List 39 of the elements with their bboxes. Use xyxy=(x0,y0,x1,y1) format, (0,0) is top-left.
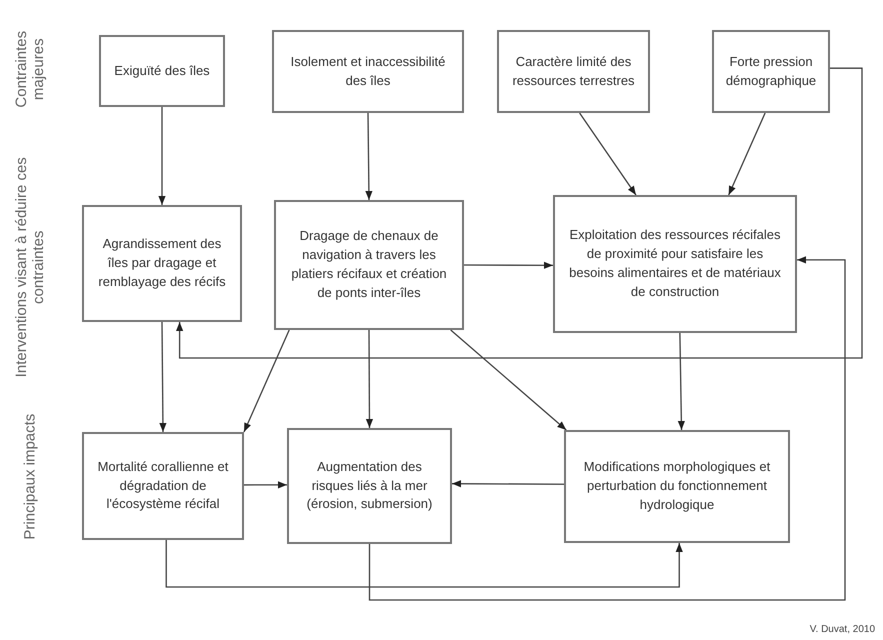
row-heading: Principaux impacts xyxy=(21,412,39,542)
process-box xyxy=(82,432,244,540)
arrow xyxy=(158,107,166,205)
box-text: Forte pression démographique xyxy=(724,52,818,90)
arrow xyxy=(159,322,167,432)
process-box xyxy=(553,195,797,333)
process-box xyxy=(82,205,242,322)
arrow xyxy=(579,112,636,196)
process-box xyxy=(712,30,830,113)
row-heading: Contraintes majeures xyxy=(12,30,48,110)
process-box xyxy=(564,430,790,543)
credit-text: V. Duvat, 2010 xyxy=(808,623,875,637)
box-text: Agrandissement des îles par dragage et remblayage des récifs xyxy=(97,235,227,291)
box-text: Augmentation des risques liés à la mer (érosion, submersion) xyxy=(306,458,434,514)
arrow xyxy=(368,256,846,601)
row-heading: Interventions visant à réduire ces contraintes xyxy=(12,156,48,380)
arrow xyxy=(678,332,685,430)
process-box xyxy=(287,428,452,544)
arrow xyxy=(176,68,863,359)
process-box xyxy=(497,30,650,113)
process-box xyxy=(99,35,225,107)
box-text: Exploitation des ressources récifales de proximité pour satisfaire les besoins alimentaires et de matériaux de construction xyxy=(568,226,782,301)
arrow xyxy=(464,262,553,269)
process-box xyxy=(272,30,464,113)
box-text: Exiguïté des îles xyxy=(114,62,210,80)
arrow xyxy=(366,330,374,428)
arrow xyxy=(728,112,766,196)
box-text: Dragage de chenaux de navigation à travers les platiers récifaux et création de ponts inter-îles xyxy=(290,227,448,302)
box-text: Modifications morphologiques et perturbation du fonctionnement hydrologique xyxy=(582,458,772,514)
arrow xyxy=(166,540,683,588)
arrow xyxy=(244,481,287,488)
box-text: Caractère limité des ressources terrestres xyxy=(511,52,636,90)
process-box xyxy=(274,200,464,330)
arrow xyxy=(243,330,290,432)
arrow xyxy=(365,113,372,200)
arrow xyxy=(450,330,567,430)
box-text: Mortalité corallienne et dégradation de l'écosystème récifal xyxy=(96,458,230,514)
box-text: Isolement et inaccessibilité des îles xyxy=(290,52,446,90)
arrow xyxy=(452,480,564,488)
